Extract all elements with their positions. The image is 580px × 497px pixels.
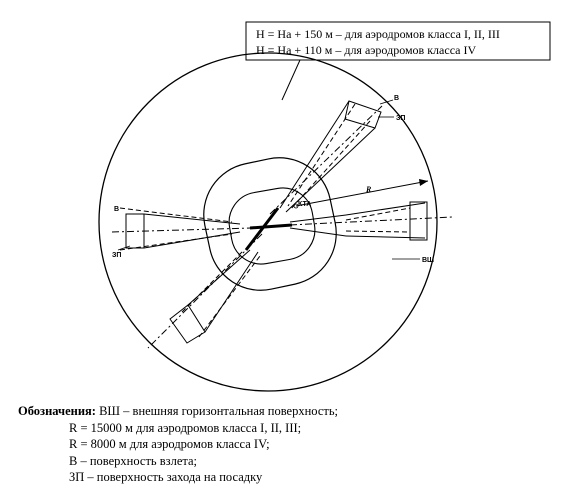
label-takeoff-left: В (114, 206, 119, 213)
label-takeoff-top: В (394, 95, 399, 102)
legend-line-1: ВШ – внешняя горизонтальная поверхность; (95, 404, 339, 418)
label-approach-left: ЗП (112, 252, 121, 259)
label-outer-surface: ВШ (422, 257, 434, 264)
legend-title: Обозначения: (18, 404, 96, 418)
legend-line-3: R = 8000 м для аэродромов класса IV; (69, 437, 270, 451)
takeoff-top-leader (379, 99, 394, 105)
strip-east (289, 201, 453, 241)
legend-line-4: В – поверхность взлета; (69, 453, 198, 468)
approach-left-leader (117, 245, 131, 251)
outer-horizontal-circle (98, 52, 438, 392)
legend-line-2: R = 15000 м для аэродромов класса I, II,… (69, 420, 302, 435)
strip-southwest (147, 233, 263, 349)
formula-line-1: H = На + 150 м – для аэродромов класса I… (256, 27, 500, 41)
label-radius: R (365, 185, 372, 194)
airfield-surfaces-diagram: H = На + 150 м – для аэродромов класса I… (98, 21, 551, 392)
legend-line-5: ЗП – поверхность захода на посадку (69, 470, 263, 484)
strip-west (111, 207, 253, 251)
runway-cross (244, 207, 280, 251)
runway-main (249, 223, 293, 230)
radius-line (295, 180, 429, 207)
label-approach-top: ЗП (396, 115, 405, 122)
formula-line-2: H = На + 110 м – для аэродромов класса I… (256, 43, 476, 57)
kta-marker (293, 203, 299, 209)
legend-row-1: Обозначения: ВШ – внешняя горизонтальная… (18, 403, 578, 420)
radius-arrowhead (419, 179, 428, 186)
box-leader-line (281, 59, 301, 101)
label-kta: КТА (298, 201, 311, 208)
legend: Обозначения: ВШ – внешняя горизонтальная… (18, 403, 578, 486)
formula-box: H = На + 150 м – для аэродромов класса I… (245, 21, 551, 61)
strip-northeast (269, 100, 383, 215)
